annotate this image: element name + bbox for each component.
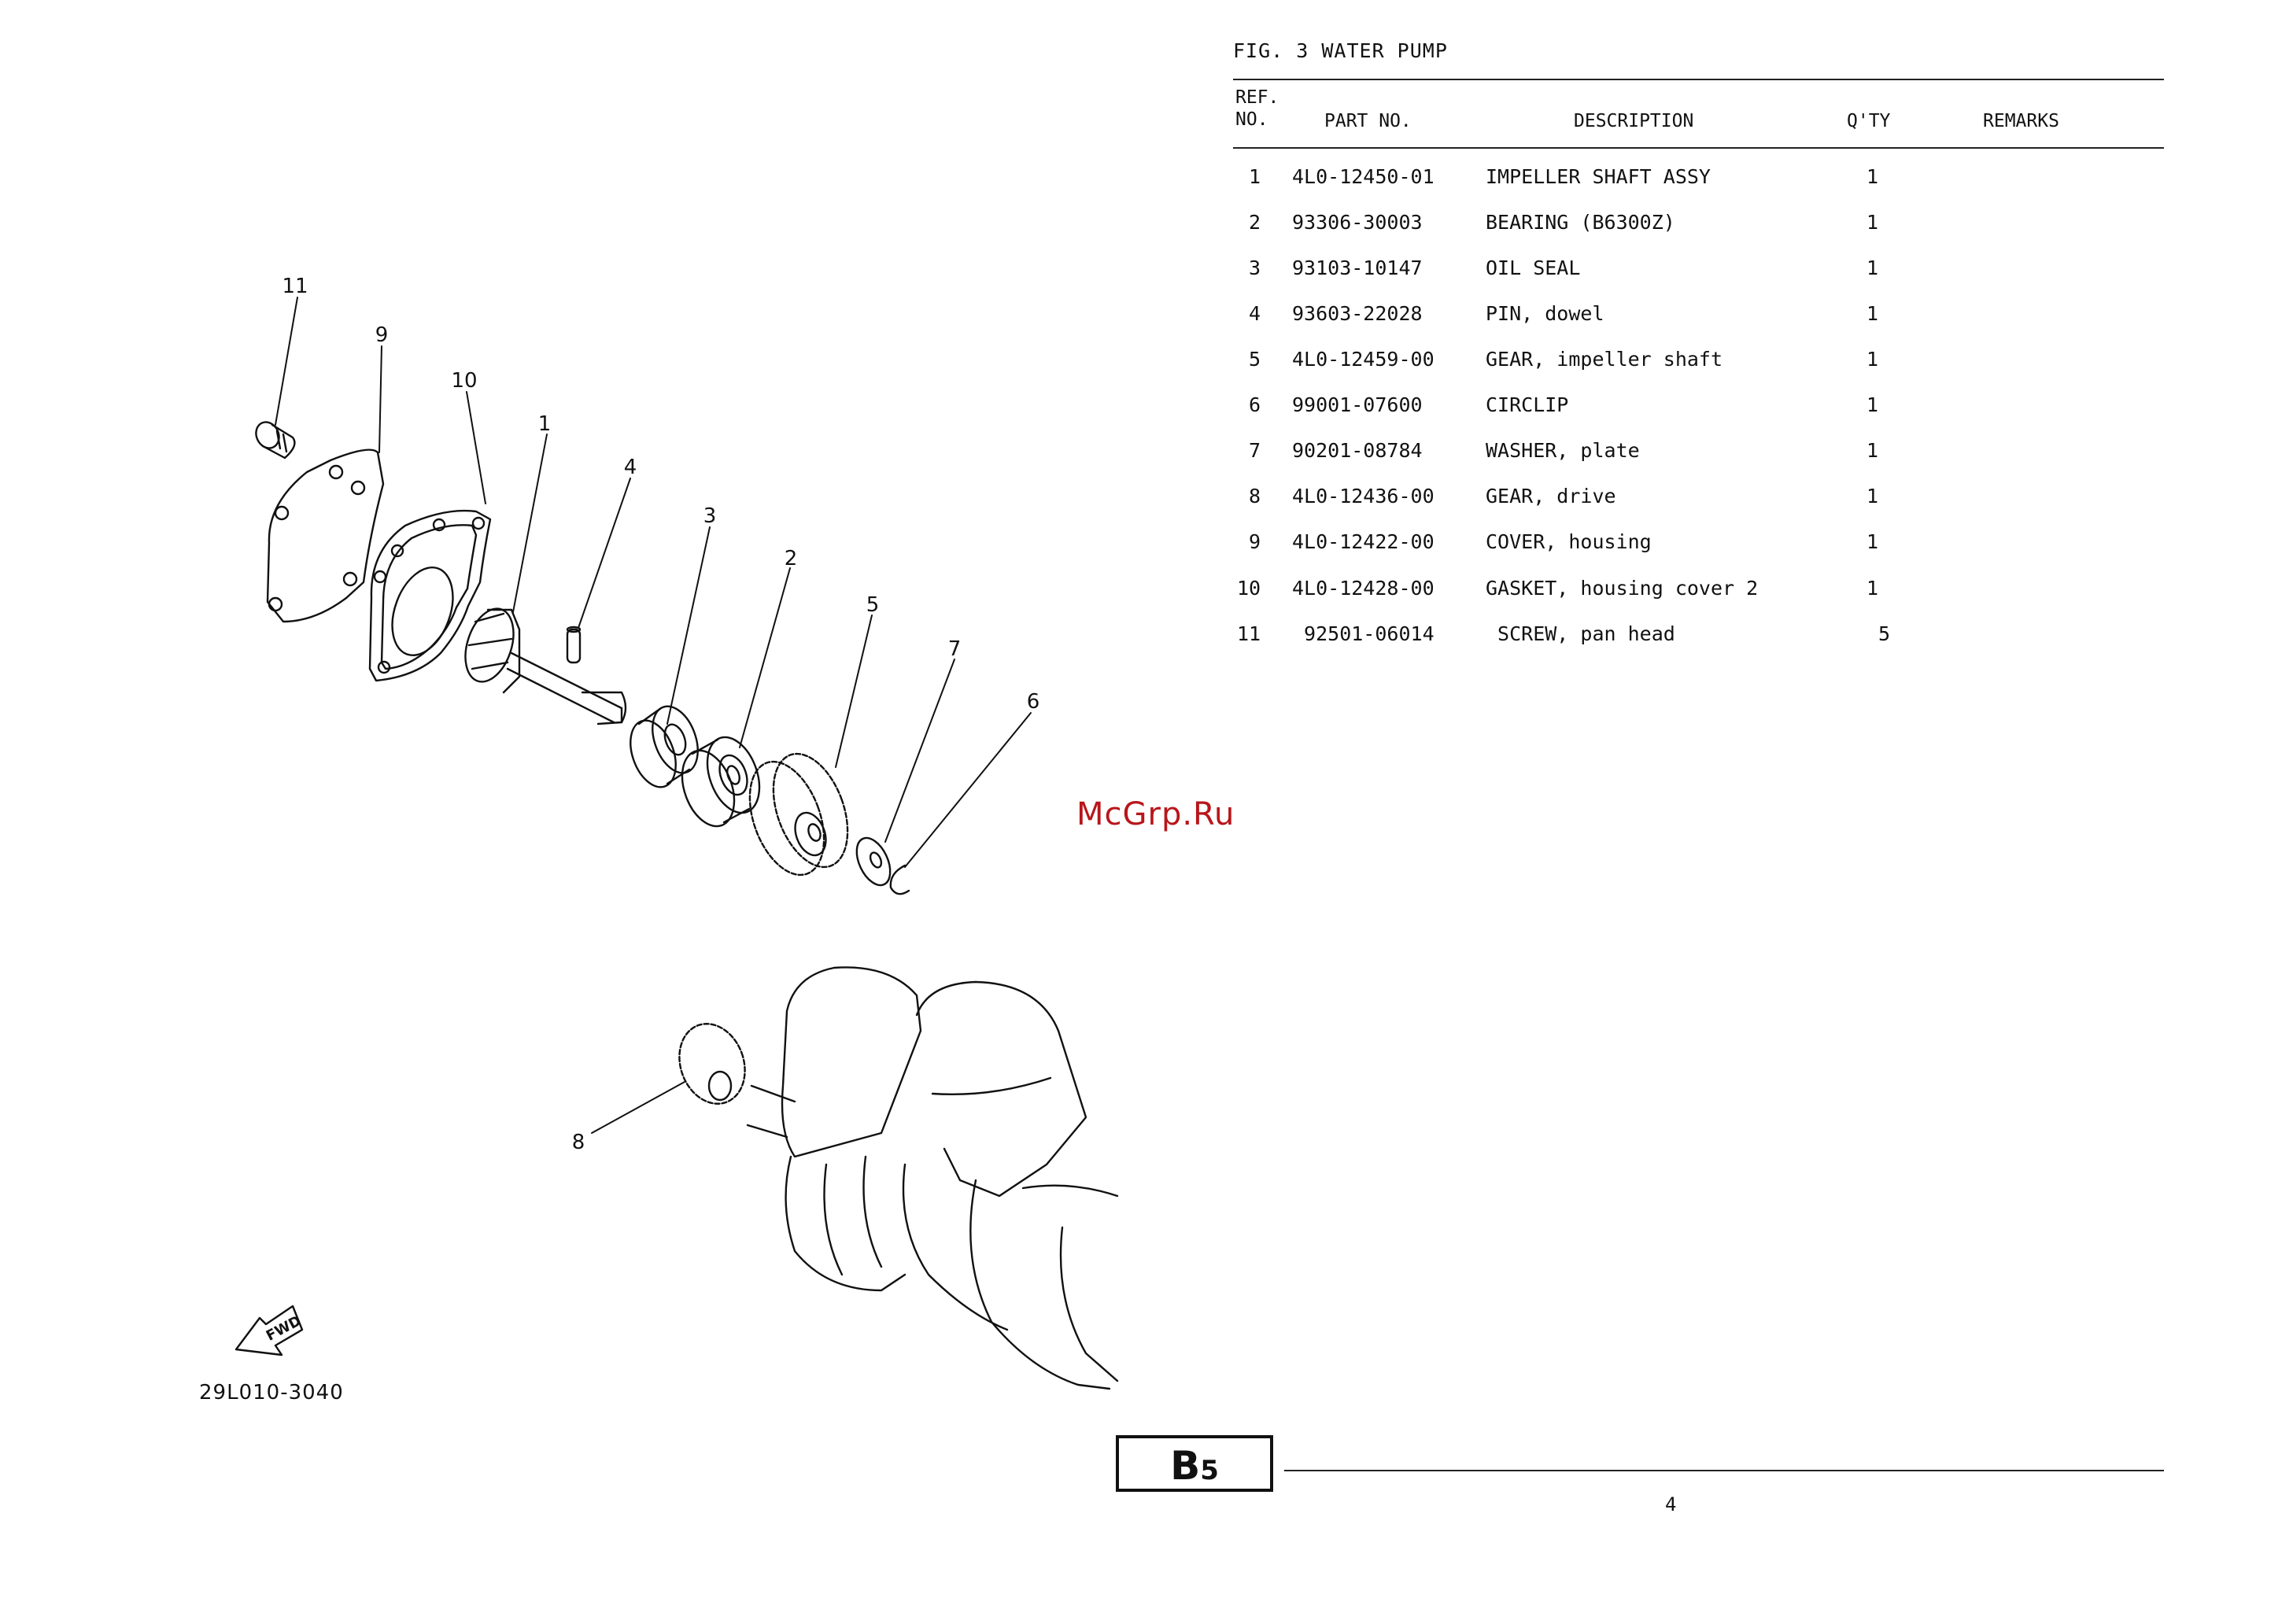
- callout-7: 7: [948, 637, 962, 661]
- part-no-cell: 92501-06014: [1292, 622, 1435, 645]
- qty-cell: 1: [1867, 211, 1879, 234]
- gasket-part: [368, 509, 492, 682]
- part-no-cell: 93603-22028: [1292, 302, 1423, 325]
- drive-gear-part: [678, 1023, 746, 1105]
- callout-8: 8: [572, 1131, 585, 1154]
- screw-part: [255, 421, 296, 460]
- description-cell: IMPELLER SHAFT ASSY: [1486, 165, 1711, 188]
- callout-5: 5: [866, 593, 880, 617]
- part-no-cell: 4L0-12428-00: [1292, 577, 1435, 600]
- callout-1: 1: [538, 412, 552, 436]
- qty-cell: 1: [1867, 485, 1879, 507]
- ref-cell: 8: [1248, 485, 1261, 507]
- qty-cell: 1: [1867, 393, 1879, 416]
- ref-cell: 3: [1248, 257, 1261, 279]
- callout-labels: 11 9 10 1 4 3 2 5 7 6 8: [282, 275, 1039, 1154]
- header-qty: Q'TY: [1847, 111, 1891, 131]
- part-no-cell: 4L0-12450-01: [1292, 165, 1435, 188]
- callout-10: 10: [451, 369, 477, 393]
- diagram-code: 29L010-3040: [199, 1381, 344, 1404]
- part-no-cell: 4L0-12436-00: [1292, 485, 1435, 507]
- ref-cell: 9: [1248, 530, 1261, 553]
- dowel-pin-part: [566, 626, 582, 664]
- part-no-cell: 4L0-12459-00: [1292, 348, 1435, 371]
- part-no-cell: 4L0-12422-00: [1292, 530, 1435, 553]
- part-no-cell: 99001-07600: [1292, 393, 1423, 416]
- bearing-part: [681, 736, 761, 828]
- section-tab: B5: [1116, 1435, 1273, 1492]
- qty-cell: 1: [1867, 257, 1879, 279]
- callout-3: 3: [703, 504, 717, 528]
- qty-cell: 1: [1867, 302, 1879, 325]
- oil-seal-part: [630, 705, 699, 788]
- circlip-part: [889, 864, 910, 895]
- qty-cell: 1: [1867, 439, 1879, 462]
- ref-cell: 2: [1248, 211, 1261, 234]
- section-number: 5: [1200, 1455, 1219, 1486]
- leader-lines: [275, 297, 1032, 1134]
- ref-cell: 4: [1248, 302, 1261, 325]
- ref-cell: 6: [1248, 393, 1261, 416]
- engine-crankshaft-outline: [746, 966, 1119, 1390]
- description-cell: SCREW, pan head: [1486, 622, 1675, 645]
- description-cell: GEAR, impeller shaft: [1486, 348, 1723, 371]
- fwd-arrow-icon: FWD: [234, 1305, 304, 1356]
- section-letter: B: [1170, 1443, 1201, 1489]
- table-header-rule: [1233, 147, 2164, 149]
- description-cell: OIL SEAL: [1486, 257, 1581, 279]
- header-description: DESCRIPTION: [1574, 111, 1694, 131]
- header-remarks: REMARKS: [1983, 111, 2059, 131]
- description-cell: PIN, dowel: [1486, 302, 1604, 325]
- description-cell: BEARING (B6300Z): [1486, 211, 1675, 234]
- ref-cell: 1: [1248, 165, 1261, 188]
- ref-cell: 7: [1248, 439, 1261, 462]
- callout-2: 2: [785, 547, 798, 570]
- footer-rule: [1284, 1470, 2164, 1471]
- qty-cell: 1: [1867, 165, 1879, 188]
- qty-cell: 1: [1867, 530, 1879, 553]
- figure-title: FIG. 3 WATER PUMP: [1233, 39, 1448, 62]
- ref-cell: 10: [1237, 577, 1261, 600]
- description-cell: CIRCLIP: [1486, 393, 1569, 416]
- cover-part: [266, 448, 385, 623]
- impeller-shaft-part: [464, 607, 627, 725]
- part-no-cell: 93103-10147: [1292, 257, 1423, 279]
- washer-part: [855, 836, 892, 887]
- callout-11: 11: [282, 275, 308, 298]
- callout-4: 4: [624, 456, 637, 479]
- description-cell: GASKET, housing cover 2: [1486, 577, 1759, 600]
- callout-9: 9: [375, 323, 389, 347]
- description-cell: GEAR, drive: [1486, 485, 1616, 507]
- qty-cell: 1: [1867, 348, 1879, 371]
- impeller-gear-part: [748, 752, 849, 877]
- header-part-no: PART NO.: [1324, 111, 1412, 131]
- qty-cell: 5: [1867, 622, 1891, 645]
- header-ref-no: REF. NO.: [1235, 87, 1279, 130]
- exploded-view-diagram: 11 9 10 1 4 3 2 5 7 6 8 FWD: [234, 275, 1119, 1390]
- ref-cell: 5: [1248, 348, 1261, 371]
- table-top-rule: [1233, 79, 2164, 80]
- qty-cell: 1: [1867, 577, 1879, 600]
- section-label: B5: [1119, 1443, 1270, 1489]
- ref-cell: 11: [1237, 622, 1261, 645]
- description-cell: COVER, housing: [1486, 530, 1652, 553]
- description-cell: WASHER, plate: [1486, 439, 1640, 462]
- callout-6: 6: [1027, 690, 1040, 714]
- part-no-cell: 93306-30003: [1292, 211, 1423, 234]
- part-no-cell: 90201-08784: [1292, 439, 1423, 462]
- page-number: 4: [1665, 1493, 1677, 1515]
- watermark: McGrp.Ru: [1076, 796, 1235, 832]
